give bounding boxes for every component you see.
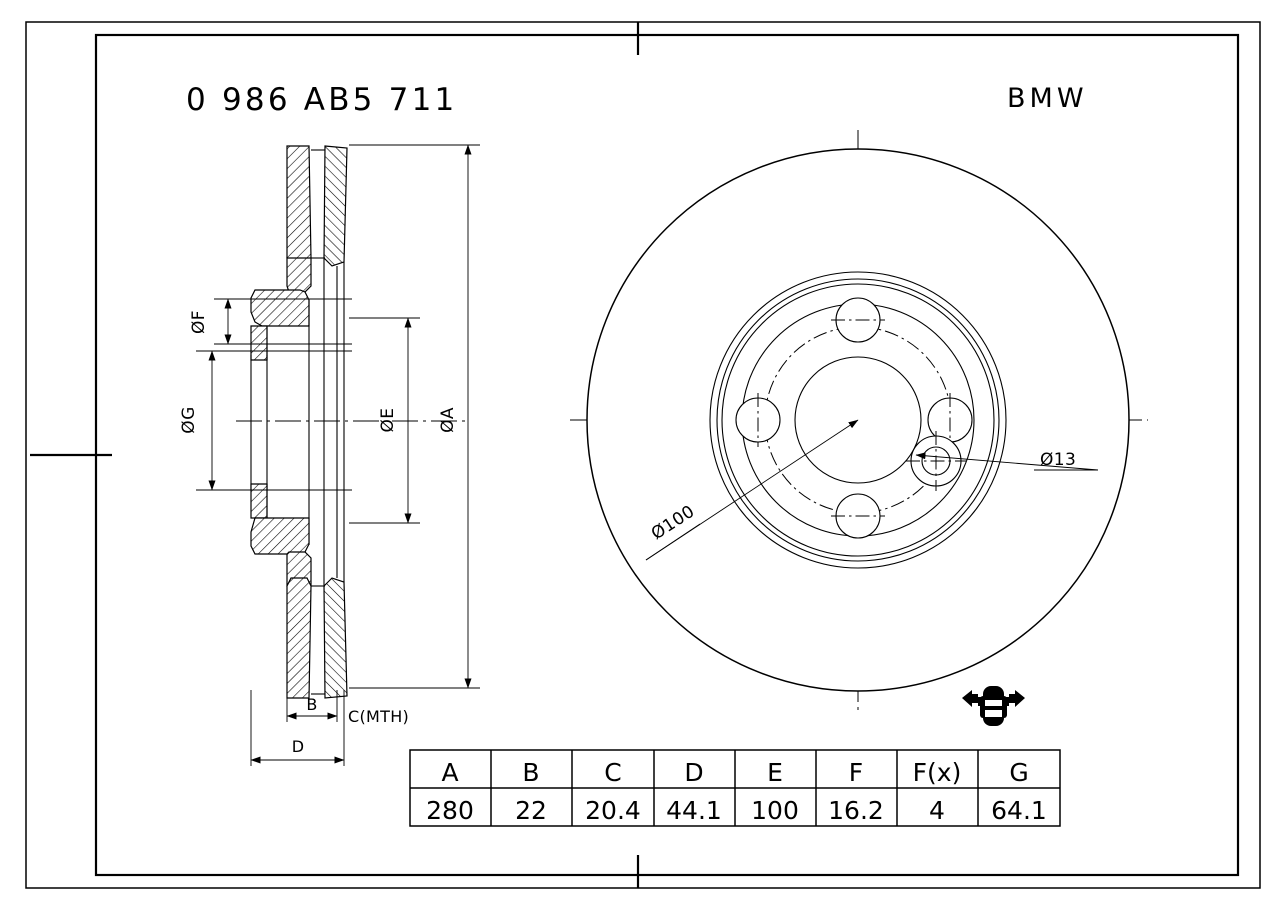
bolt-hole-group xyxy=(735,297,973,539)
bolt-hole-right xyxy=(927,393,973,447)
front-face-view: Ø13 Ø100 xyxy=(570,130,1148,726)
bolt-hole-top xyxy=(831,297,885,343)
spec-header-cell: E xyxy=(767,758,783,787)
dimension-dia-g: ØG xyxy=(179,350,352,491)
hat-ring-outer2 xyxy=(716,278,1000,562)
spec-table-grid xyxy=(409,749,1061,827)
spec-value-cell: 4 xyxy=(929,796,945,825)
hat-ring-outer xyxy=(709,271,1007,569)
annotation-dia-13: Ø13 xyxy=(915,450,1099,471)
spec-table-value-row: 280 22 20.4 44.1 100 16.2 4 64.1 xyxy=(426,796,1047,825)
spec-table: A B C D E F F(x) G 280 22 20.4 44.1 100 … xyxy=(409,749,1061,827)
spec-header-cell: F xyxy=(849,758,863,787)
dia-a-label: ØA xyxy=(438,407,458,433)
spec-value-cell: 280 xyxy=(426,796,474,825)
dimension-b: B xyxy=(286,690,338,722)
dimension-d: D xyxy=(250,690,345,766)
spec-value-cell: 44.1 xyxy=(666,796,722,825)
dimension-c-mth: C(MTH) xyxy=(343,690,409,726)
axle-arrow-left-icon xyxy=(962,690,978,707)
spec-value-cell: 100 xyxy=(751,796,799,825)
spec-header-cell: B xyxy=(522,758,539,787)
spec-value-cell: 64.1 xyxy=(991,796,1047,825)
counterbore-hole-detail xyxy=(906,431,966,491)
part-number-label: 0 986 AB5 711 xyxy=(186,82,457,118)
dimension-dia-a: ØA xyxy=(349,144,480,689)
spec-header-cell: A xyxy=(441,758,458,787)
section-lower-friction-ring xyxy=(286,577,348,699)
spec-value-cell: 22 xyxy=(515,796,547,825)
spec-header-cell: G xyxy=(1009,758,1028,787)
bolt-hole-left xyxy=(735,393,781,447)
car-body-icon xyxy=(978,686,1009,726)
dimension-dia-f: ØF xyxy=(189,298,352,345)
dim-b-label: B xyxy=(306,695,317,714)
spec-value-cell: 20.4 xyxy=(585,796,641,825)
cross-section-view: ØF ØG ØE ØA xyxy=(179,144,480,766)
brand-label: BMW xyxy=(1007,83,1088,114)
spec-value-cell: 16.2 xyxy=(828,796,884,825)
hat-ring-mid xyxy=(721,283,995,557)
registration-marks xyxy=(30,22,640,888)
dia-g-label: ØG xyxy=(179,406,199,433)
dim-d-label: D xyxy=(292,737,305,756)
spec-header-cell: C xyxy=(604,758,621,787)
dia-e-label: ØE xyxy=(378,408,398,433)
spec-table-header-row: A B C D E F F(x) G xyxy=(441,758,1028,787)
sheet-border-outer xyxy=(25,21,1261,889)
front-axle-car-icon xyxy=(962,686,1025,726)
axle-arrow-right-icon xyxy=(1009,690,1025,707)
spec-header-cell: F(x) xyxy=(913,758,962,787)
dia-f-label: ØF xyxy=(189,310,209,334)
dimension-dia-e: ØE xyxy=(349,317,420,524)
dia-13-label: Ø13 xyxy=(1040,450,1076,470)
dim-c-label: C(MTH) xyxy=(348,707,409,726)
section-central-body xyxy=(250,258,345,586)
bolt-hole-bottom xyxy=(831,493,885,539)
spec-header-cell: D xyxy=(684,758,703,787)
